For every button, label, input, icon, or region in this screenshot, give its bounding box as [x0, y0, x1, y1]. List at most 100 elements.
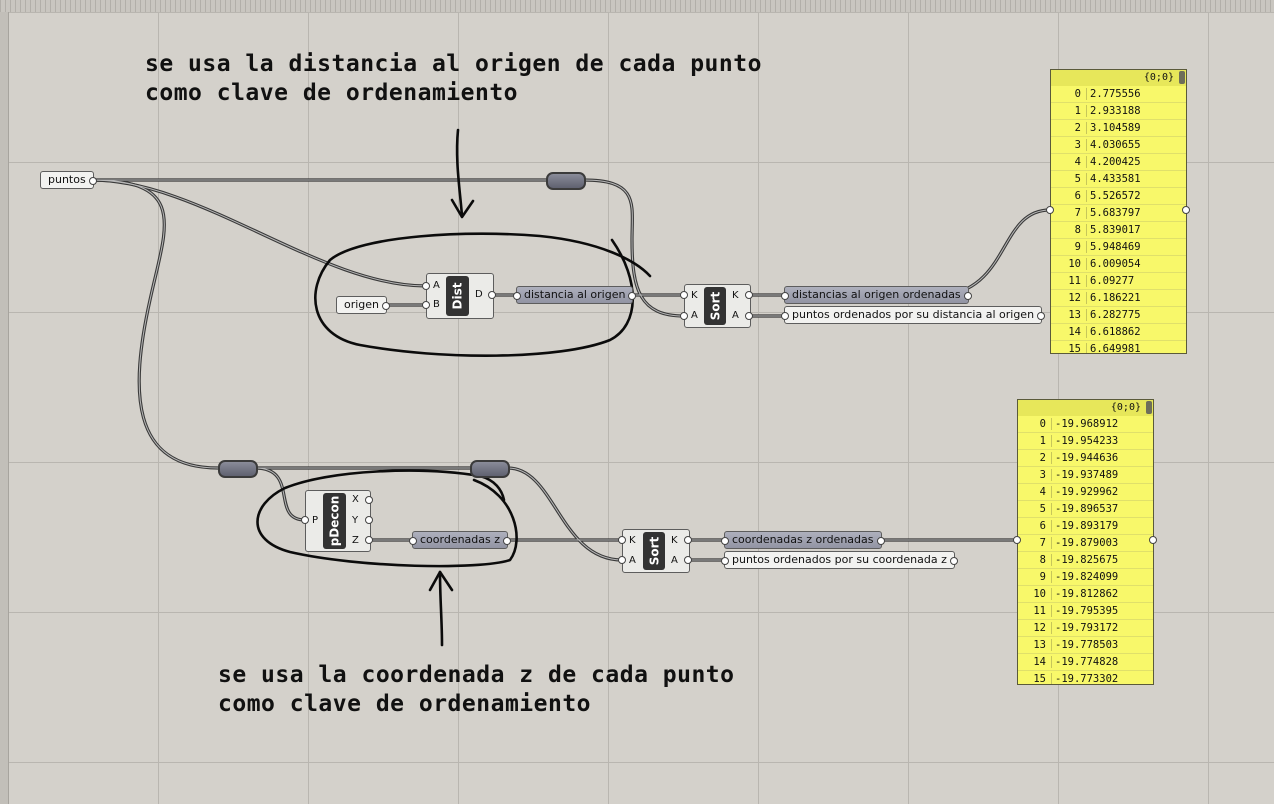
panel-row-index: 0 — [1074, 88, 1081, 100]
panel-row-value: 6.618862 — [1086, 326, 1141, 338]
param-puntos-ordenados-distancia-label: puntos ordenados por su distancia al ori… — [792, 308, 1035, 321]
panel-row: 0 2.775556 — [1051, 86, 1186, 103]
pdecon-input-p-label: P — [312, 515, 319, 526]
wire-relay3-sort2-a — [506, 466, 624, 562]
panel-row-value: -19.774828 — [1051, 656, 1119, 668]
param-coordenadas-z[interactable]: coordenadas z — [408, 531, 512, 549]
dist-input-b-pin[interactable] — [422, 301, 430, 309]
dist-core: Dist — [446, 276, 469, 316]
sort1-input-a-label: A — [691, 310, 698, 321]
annotation-arrow-bottom — [438, 570, 444, 647]
panel-row-index: 4 — [1074, 156, 1081, 168]
panel-row-index: 7 — [1074, 207, 1081, 219]
component-pdecon[interactable]: P pDecon X Y Z — [305, 490, 371, 552]
sort1-output-k-pin[interactable] — [745, 291, 753, 299]
component-dist[interactable]: A B Dist D — [426, 273, 494, 319]
param-coordenadas-z-label: coordenadas z — [420, 533, 501, 546]
panel-row-value: 3.104589 — [1086, 122, 1141, 134]
param-coordenadas-z-ordenadas[interactable]: coordenadas z ordenadas — [721, 531, 884, 549]
param-distancias-ordenadas[interactable]: distancias al origen ordenadas — [781, 286, 972, 304]
pdecon-output-y-pin[interactable] — [365, 516, 373, 524]
panel-row-index: 9 — [1074, 241, 1081, 253]
panel-row: 9-19.824099 — [1018, 569, 1153, 586]
component-sort-z[interactable]: K A Sort K A — [622, 529, 690, 573]
sort2-input-a-pin[interactable] — [618, 556, 626, 564]
panel-row-index: 7 — [1039, 537, 1046, 549]
param-distancia-origen[interactable]: distancia al origen — [512, 286, 637, 304]
panel-z-coordinates-output-pin[interactable] — [1149, 536, 1157, 544]
sort2-input-k-pin[interactable] — [618, 536, 626, 544]
pdecon-output-x-pin[interactable] — [365, 496, 373, 504]
panel-row: 15-19.773302 — [1018, 671, 1153, 684]
dist-input-a-pin[interactable] — [422, 282, 430, 290]
panel-row-value: -19.893179 — [1051, 520, 1119, 532]
panel-row-value: 6.649981 — [1086, 343, 1141, 353]
panel-row: 5-19.896537 — [1018, 501, 1153, 518]
param-puntos-label: puntos — [48, 173, 86, 186]
panel-row-value: 2.775556 — [1086, 88, 1141, 100]
sort1-input-k-pin[interactable] — [680, 291, 688, 299]
panel-row-index: 6 — [1039, 520, 1046, 532]
panel-distances-input-pin[interactable] — [1046, 206, 1054, 214]
component-sort-distance[interactable]: K A Sort K A — [684, 284, 751, 328]
panel-z-coordinates-input-pin[interactable] — [1013, 536, 1021, 544]
dist-input-a-label: A — [433, 280, 440, 291]
sort1-input-a-pin[interactable] — [680, 312, 688, 320]
pdecon-output-z-pin[interactable] — [365, 536, 373, 544]
param-puntos-ordenados-z[interactable]: puntos ordenados por su coordenada z — [721, 551, 958, 569]
dist-output-d-label: D — [475, 289, 483, 300]
canvas-left-ruler — [0, 12, 9, 804]
panel-row-index: 9 — [1039, 571, 1046, 583]
panel-row-value: -19.778503 — [1051, 639, 1119, 651]
param-distancia-origen-label: distancia al origen — [524, 288, 626, 301]
panel-row: 11-19.795395 — [1018, 603, 1153, 620]
wire-relay-3[interactable] — [470, 460, 510, 478]
panel-distances-output-pin[interactable] — [1182, 206, 1190, 214]
annotation-arrowhead-bottom — [428, 570, 454, 592]
sort1-output-k-label: K — [732, 290, 739, 301]
sort2-output-a-pin[interactable] — [684, 556, 692, 564]
pdecon-output-z-label: Z — [352, 535, 359, 546]
pdecon-input-p-pin[interactable] — [301, 516, 309, 524]
param-origen[interactable]: origen — [336, 296, 391, 314]
wire-relay-2[interactable] — [218, 460, 258, 478]
annotation-note-bottom: se usa la coordenada z de cada punto com… — [218, 662, 735, 717]
panel-row-value: -19.793172 — [1051, 622, 1119, 634]
sort2-output-k-pin[interactable] — [684, 536, 692, 544]
panel-row-value: 5.839017 — [1086, 224, 1141, 236]
panel-row-value: 2.933188 — [1086, 105, 1141, 117]
dist-name: Dist — [450, 282, 465, 310]
annotation-arrow-top — [455, 128, 464, 218]
panel-z-coordinates-scroll-grip[interactable] — [1146, 401, 1152, 414]
panel-row-value: 6.186221 — [1086, 292, 1141, 304]
panel-row-index: 8 — [1074, 224, 1081, 236]
panel-row-value: -19.825675 — [1051, 554, 1119, 566]
panel-row-value: -19.929962 — [1051, 486, 1119, 498]
panel-row-value: 5.948469 — [1086, 241, 1141, 253]
dist-output-d-pin[interactable] — [488, 291, 496, 299]
annotation-note-top: se usa la distancia al origen de cada pu… — [145, 51, 762, 106]
panel-row-index: 5 — [1074, 173, 1081, 185]
param-puntos[interactable]: puntos — [40, 171, 97, 189]
param-puntos-ordenados-distancia[interactable]: puntos ordenados por su distancia al ori… — [780, 306, 1046, 324]
panel-row-index: 0 — [1039, 418, 1046, 430]
panel-row-value: 6.009054 — [1086, 258, 1141, 270]
panel-row: 1 2.933188 — [1051, 103, 1186, 120]
wire-relay-1[interactable] — [546, 172, 586, 190]
panel-row-index: 1 — [1074, 105, 1081, 117]
panel-row: 10-19.812862 — [1018, 586, 1153, 603]
panel-row-index: 10 — [1068, 258, 1081, 270]
panel-distances-scroll-grip[interactable] — [1179, 71, 1185, 84]
sort1-output-a-pin[interactable] — [745, 312, 753, 320]
panel-row: 2-19.944636 — [1018, 450, 1153, 467]
panel-row-index: 5 — [1039, 503, 1046, 515]
